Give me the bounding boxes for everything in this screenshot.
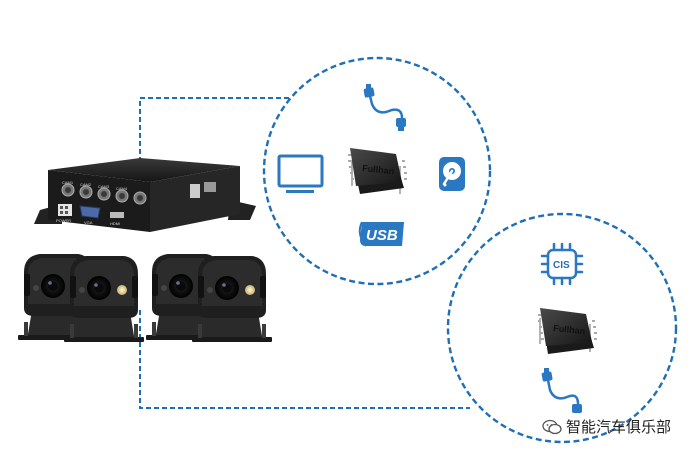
port-label-cam3: CAM3 bbox=[98, 184, 110, 189]
port-label-hdmi: HDMI bbox=[110, 221, 120, 226]
camera-right-2 bbox=[192, 256, 272, 342]
port-label-cam1: CAM1 bbox=[62, 180, 74, 185]
port-label-cam4: CAM4 bbox=[116, 186, 128, 191]
watermark: 智能汽车俱乐部 bbox=[542, 416, 671, 437]
cable-icon bbox=[363, 84, 406, 131]
port-label-power: POWER bbox=[56, 218, 71, 223]
hard-disk-icon bbox=[439, 157, 465, 191]
wechat-icon bbox=[542, 419, 562, 434]
port-label-vga: VGA bbox=[84, 220, 93, 225]
cis-label: CIS bbox=[553, 260, 570, 271]
mobile-dvr-device: CAM1 CAM2 CAM3 CAM4 VGA HDMI POWER bbox=[34, 158, 256, 232]
cis-sensor-icon: CIS bbox=[540, 242, 584, 286]
port-label-cam2: CAM2 bbox=[80, 182, 92, 187]
processor-chip-icon-lower: Fullhan bbox=[538, 308, 597, 354]
upper-connector-line bbox=[139, 97, 300, 162]
chip-brand-label-lower: Fullhan bbox=[553, 323, 586, 336]
chip-brand-label-upper: Fullhan bbox=[362, 163, 395, 176]
lower-connector-line bbox=[139, 310, 470, 409]
usb-icon: USB bbox=[358, 221, 404, 247]
camera-left-2 bbox=[64, 256, 144, 342]
cable-icon-lower bbox=[541, 368, 582, 414]
usb-label: USB bbox=[366, 227, 398, 244]
connection-lines bbox=[139, 97, 470, 409]
monitor-icon bbox=[277, 154, 324, 193]
processor-chip-icon: Fullhan bbox=[348, 148, 407, 194]
watermark-text: 智能汽车俱乐部 bbox=[566, 418, 672, 436]
